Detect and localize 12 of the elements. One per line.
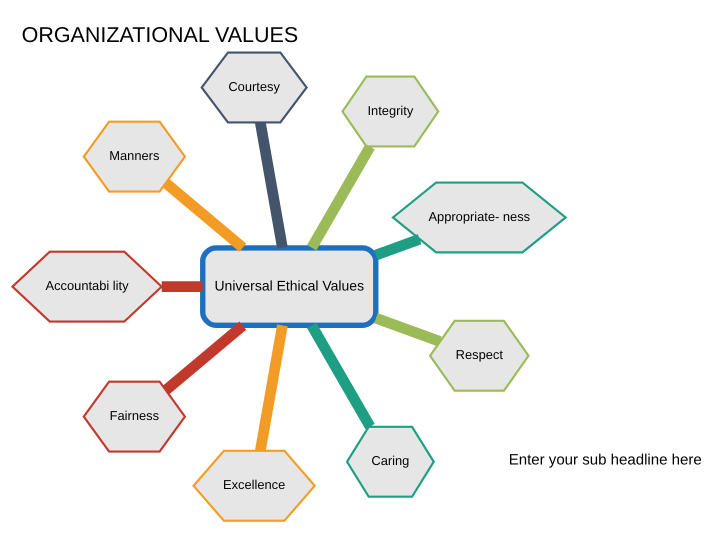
connector <box>307 144 375 250</box>
connector <box>162 321 246 394</box>
label: Enter your sub headline here <box>508 451 702 468</box>
connector <box>374 234 422 260</box>
node-box: Universal Ethical Values <box>200 244 378 328</box>
connector <box>255 324 288 452</box>
diagram-title: ORGANIZATIONAL VALUES <box>22 22 298 46</box>
connector <box>162 178 246 252</box>
connector <box>307 322 375 429</box>
connector <box>255 121 288 248</box>
connector <box>374 312 442 346</box>
connector <box>162 280 203 292</box>
